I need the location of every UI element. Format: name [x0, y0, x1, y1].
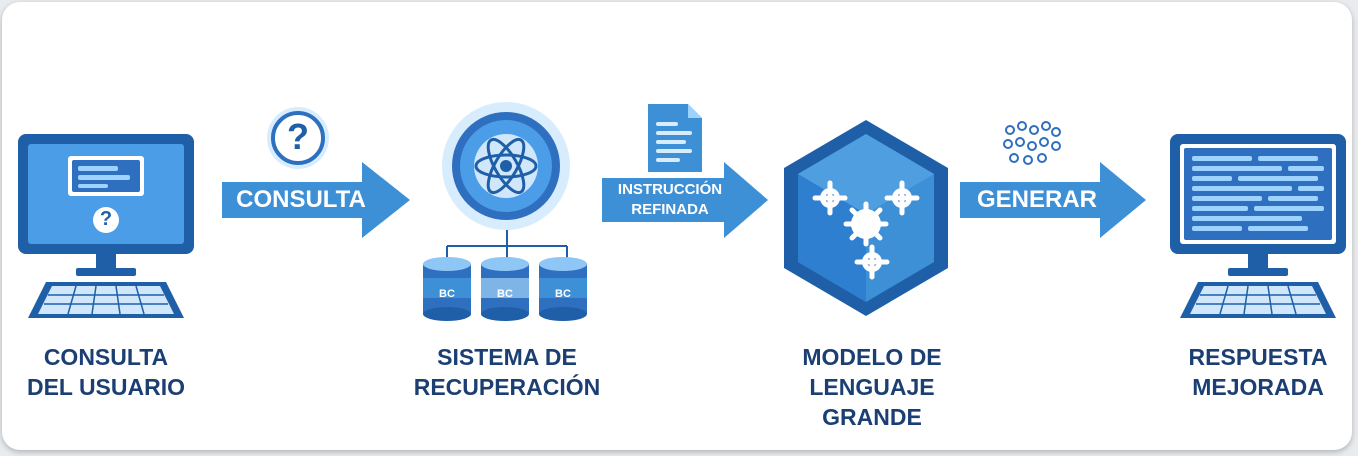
query-arrow: CONSULTA	[222, 162, 410, 238]
response-computer-icon	[1168, 132, 1348, 322]
node-label-user-query: CONSULTA DEL USUARIO	[26, 344, 186, 400]
document-icon	[648, 104, 702, 172]
database-icon: BC	[481, 256, 529, 322]
node-label-response: RESPUESTA MEJORADA	[1188, 344, 1328, 400]
question-bubble-icon: ?	[266, 106, 330, 170]
gear-hexagon-icon	[784, 120, 948, 316]
prompt-arrow: INSTRUCCIÓN REFINADA	[602, 162, 768, 238]
atom-globe-icon	[440, 100, 572, 232]
generate-arrow: GENERAR	[960, 162, 1146, 238]
node-label-llm: MODELO DE LENGUAJE GRANDE	[802, 344, 942, 430]
database-icon: BC	[539, 256, 587, 322]
token-cluster-icon	[1000, 118, 1064, 168]
user-computer-icon: ?	[16, 132, 196, 322]
prompt-arrow-label: INSTRUCCIÓN REFINADA	[617, 181, 723, 218]
generate-arrow-label: GENERAR	[976, 186, 1097, 213]
query-arrow-label: CONSULTA	[236, 186, 366, 213]
question-mark-icon: ?	[99, 208, 113, 230]
database-icon: BC	[423, 256, 471, 322]
rag-diagram: ? CONSULTA DEL USUARIO ? CONSULTA	[2, 2, 1352, 450]
node-label-retrieval-system: SISTEMA DE RECUPERACIÓN	[413, 344, 601, 400]
